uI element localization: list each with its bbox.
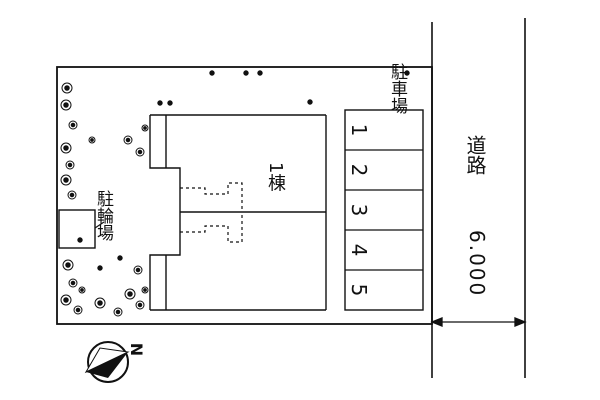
shrub-core: [67, 162, 73, 168]
shrub-core: [137, 149, 143, 155]
parking-space-number: 3: [347, 203, 371, 217]
shrub: [78, 286, 86, 294]
parking-space-number: 4: [347, 243, 371, 257]
shrub-core: [115, 309, 121, 315]
shrub-core: [90, 138, 94, 142]
shrub-dot: [243, 70, 249, 76]
building-label: 1棟: [265, 162, 286, 192]
shrub-core: [64, 85, 70, 91]
shrub-core: [127, 291, 133, 297]
road-label: 道路: [463, 135, 487, 175]
shrub: [123, 135, 133, 145]
shrub-core: [143, 126, 147, 130]
shrub-core: [135, 267, 141, 273]
shrub: [68, 120, 78, 130]
shrub-dot: [157, 100, 163, 106]
shrub: [135, 147, 145, 157]
parking-dividers: [345, 149, 423, 271]
north-label: N: [127, 342, 147, 357]
parking-label: 駐車場: [387, 63, 407, 114]
shrubs: [60, 70, 410, 317]
shrub-core: [97, 300, 103, 306]
shrub-dot: [307, 99, 313, 105]
shrub-core: [143, 288, 147, 292]
shrub-core: [63, 145, 69, 151]
shrub-dot: [117, 255, 123, 261]
shrub: [67, 190, 77, 200]
site-boundary: [56, 66, 433, 325]
shrub-dot: [257, 70, 263, 76]
shrub: [60, 294, 72, 306]
bicycle-leader-line: [94, 221, 105, 229]
shrub: [61, 82, 73, 94]
shrub-core: [70, 122, 76, 128]
shrub-dot: [209, 70, 215, 76]
shrub-core: [65, 262, 71, 268]
shrub-core: [63, 102, 69, 108]
building-outline: [149, 114, 327, 311]
shrub: [62, 259, 74, 271]
shrub: [124, 288, 136, 300]
shrub: [60, 99, 72, 111]
shrub: [60, 174, 72, 186]
shrub: [135, 300, 145, 310]
shrub-core: [75, 307, 81, 313]
compass-icon: [84, 341, 130, 383]
parking-space-number: 5: [347, 283, 371, 297]
shrub: [60, 142, 72, 154]
shrub: [88, 136, 96, 144]
shrub-dot: [97, 265, 103, 271]
shrub: [141, 286, 149, 294]
shrub-dot: [167, 100, 173, 106]
shrub-dot: [404, 70, 410, 76]
bicycle-parking-label: 駐輪場: [93, 190, 113, 241]
shrub-core: [80, 288, 84, 292]
shrub: [94, 297, 106, 309]
shrub: [73, 305, 83, 315]
shrub: [65, 160, 75, 170]
shrub-core: [63, 177, 69, 183]
shrub-core: [70, 280, 76, 286]
shrub-core: [69, 192, 75, 198]
dashed-fixture: [180, 182, 243, 243]
bicycle-parking-box: [58, 209, 96, 249]
shrub: [68, 278, 78, 288]
shrub: [133, 265, 143, 275]
shrub-core: [63, 297, 69, 303]
parking-space-number: 2: [347, 163, 371, 177]
shrub: [113, 307, 123, 317]
shrub-core: [125, 137, 131, 143]
shrub-dot: [77, 237, 83, 243]
road-width-dimension: [430, 317, 527, 327]
parking-area: [344, 109, 424, 311]
shrub-core: [137, 302, 143, 308]
shrub: [141, 124, 149, 132]
parking-space-number: 1: [347, 123, 371, 137]
road-width-label: 6.000: [465, 230, 489, 298]
